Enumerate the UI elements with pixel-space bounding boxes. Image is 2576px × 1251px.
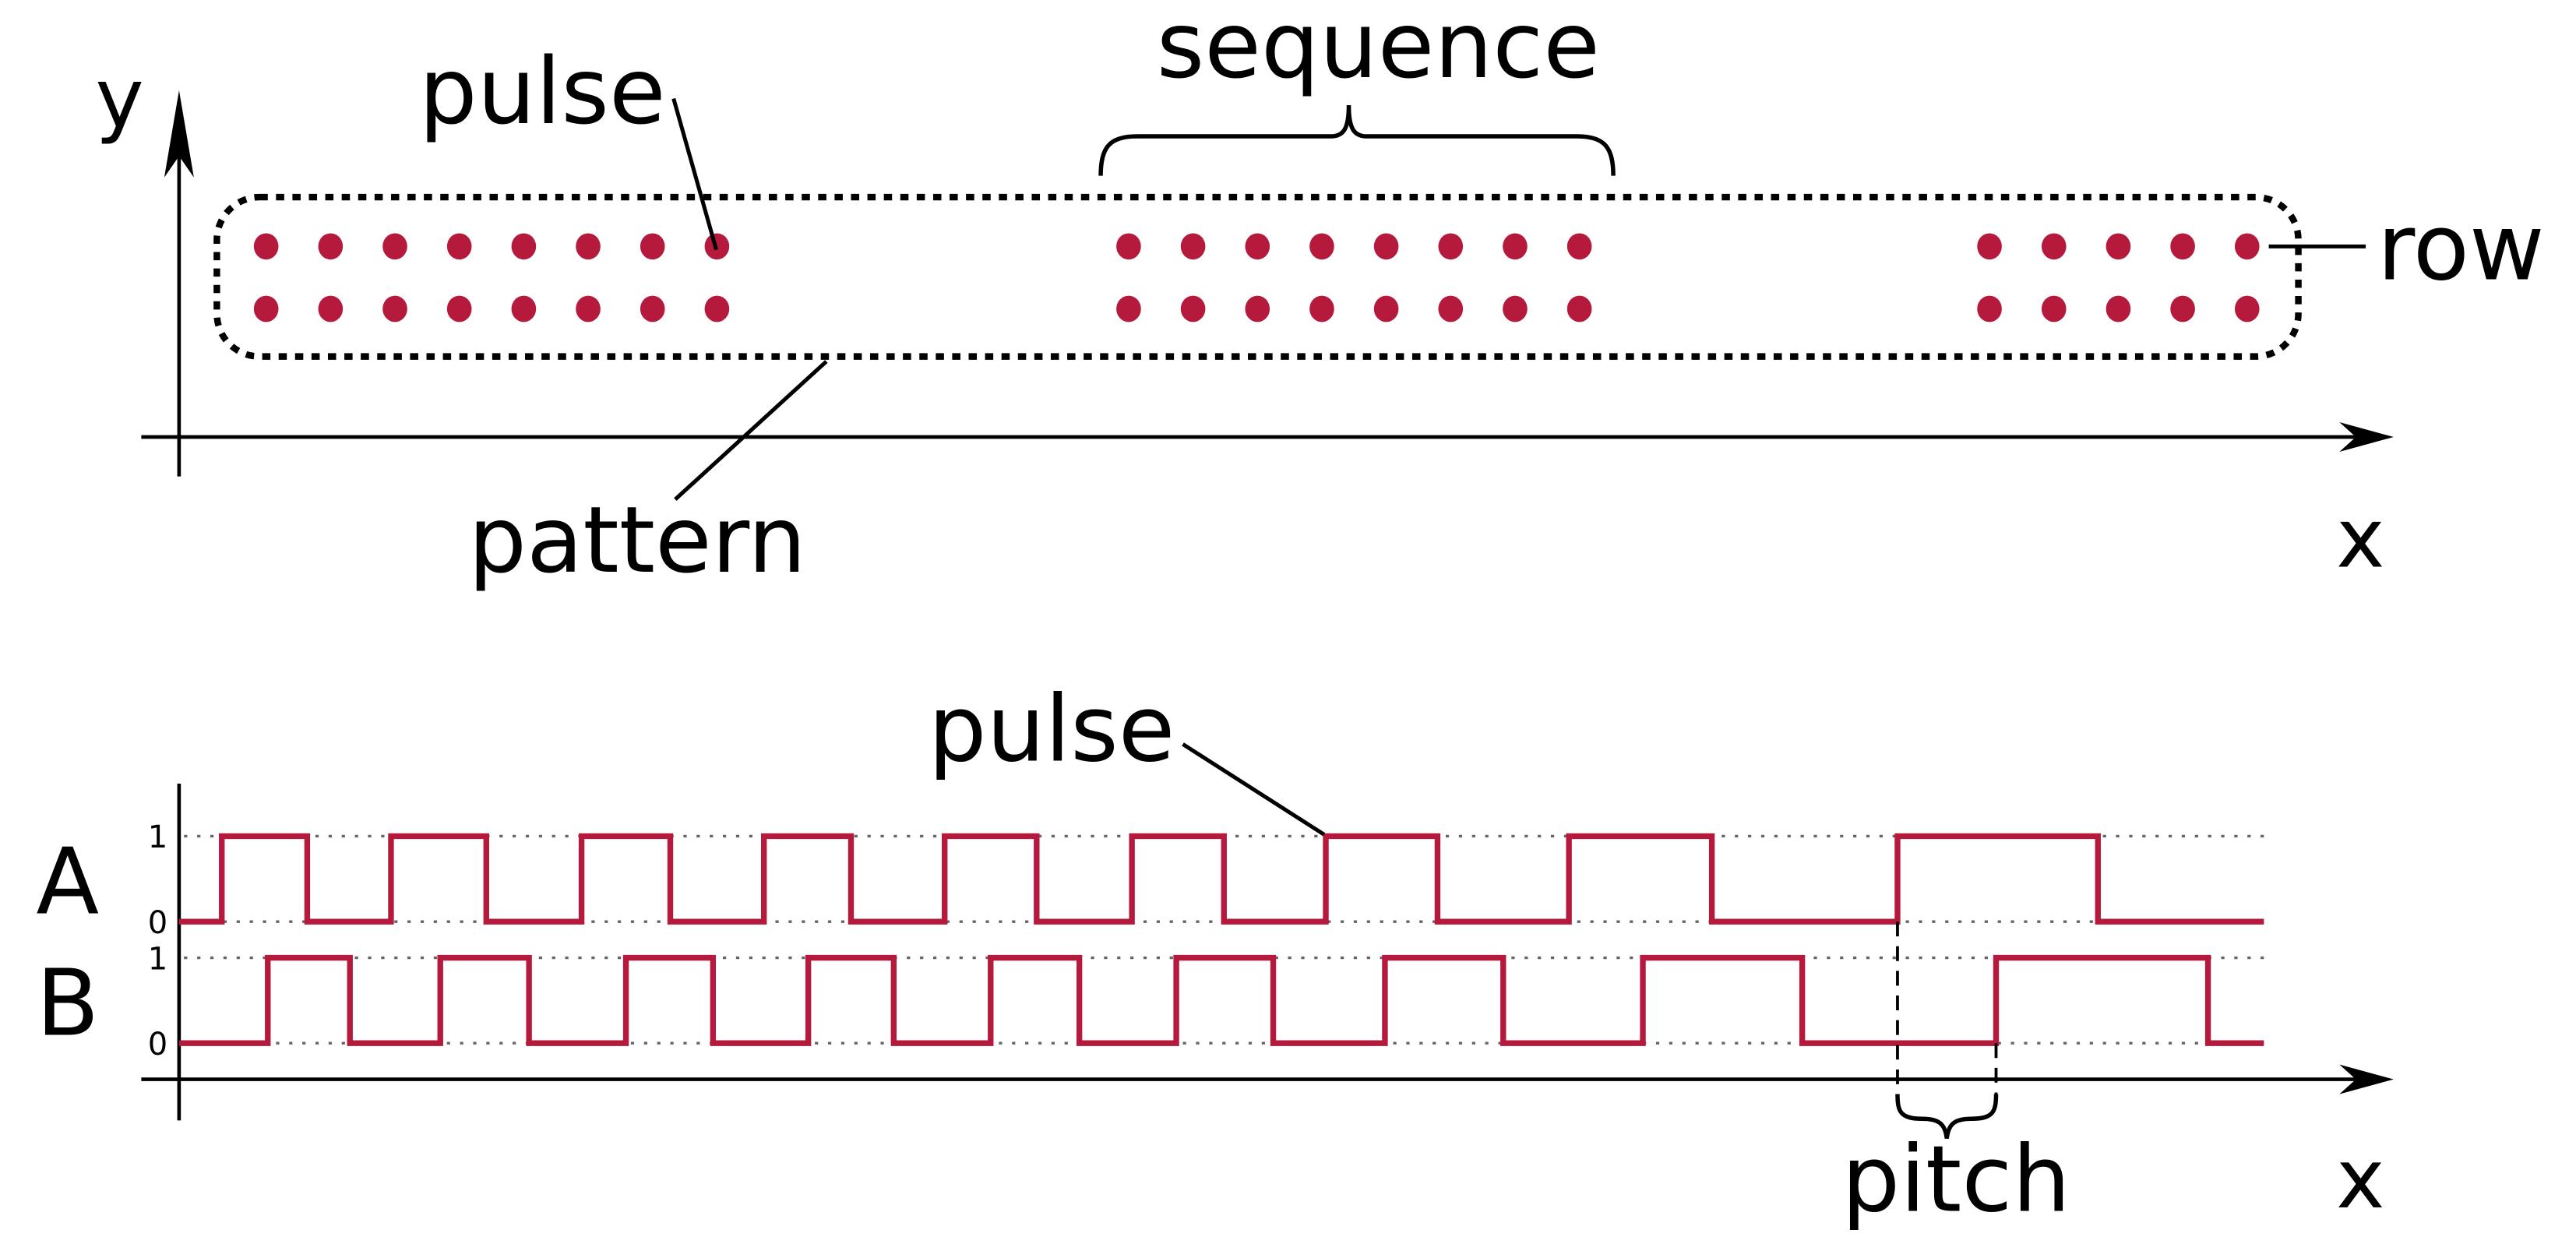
channel-b-label: B	[36, 950, 99, 1057]
pulse-dot	[640, 233, 665, 260]
pulse-dot	[1116, 233, 1141, 260]
pulse-dot	[1503, 295, 1528, 322]
pulse-dot	[1309, 233, 1334, 260]
pulse-dot	[446, 233, 472, 260]
pulse-dot	[382, 233, 407, 260]
bottom-panel: x A B 1 0 1 0 pulse pitch	[36, 675, 2394, 1232]
pulse-dot	[446, 295, 472, 322]
pulse-dot	[1309, 295, 1334, 322]
pulse-dot	[2170, 295, 2195, 322]
channel-a-level-1: 1	[148, 819, 168, 855]
pulse-dot	[2041, 295, 2067, 322]
pattern-leader	[674, 360, 828, 502]
channel-b-level-1: 1	[148, 941, 168, 977]
channel-b-level-0: 0	[148, 1027, 168, 1062]
pulse-dot	[576, 295, 601, 322]
pulse-dot	[2234, 295, 2260, 322]
pulse-dot	[1116, 295, 1141, 322]
bottom-x-axis-label: x	[2336, 1131, 2384, 1227]
pulse-label-top: pulse	[419, 37, 666, 145]
pulse-dot	[511, 295, 537, 322]
pulse-dot	[382, 295, 407, 322]
pulse-dot	[511, 233, 537, 260]
row-label: row	[2377, 194, 2545, 301]
pulse-dot	[1373, 233, 1399, 260]
pulse-dots	[253, 233, 2260, 322]
pitch-label: pitch	[1841, 1125, 2070, 1232]
pulse-dot	[1180, 295, 1206, 322]
waveform-b	[178, 954, 2264, 1046]
pulse-dot	[2106, 233, 2131, 260]
pulse-dot	[1438, 233, 1464, 260]
pulse-dot	[2234, 233, 2260, 260]
waveform-a	[178, 833, 2264, 925]
top-x-axis-arrowhead	[2339, 422, 2394, 452]
top-panel: y x sequence pulse row pattern	[95, 0, 2544, 594]
pulse-dot	[2170, 233, 2195, 260]
pulse-dot	[640, 295, 665, 322]
pulse-dot	[1977, 233, 2002, 260]
channel-a-label: A	[36, 828, 99, 936]
pulse-dot	[576, 233, 601, 260]
pulse-dot	[253, 233, 279, 260]
bottom-x-axis-arrowhead	[2339, 1064, 2394, 1094]
pulse-dot	[1977, 295, 2002, 322]
pulse-dot	[1438, 295, 1464, 322]
pulse-label-bottom: pulse	[929, 675, 1175, 782]
top-y-axis-label: y	[95, 50, 143, 146]
sequence-brace	[1098, 104, 1616, 176]
pulse-dot	[2041, 233, 2067, 260]
pulse-dot	[1245, 233, 1270, 260]
pulse-dot	[1566, 233, 1592, 260]
pulse-dot	[318, 233, 344, 260]
pulse-dot	[1503, 233, 1528, 260]
pulse-dot	[1180, 233, 1206, 260]
pattern-outline	[213, 193, 2302, 360]
pattern-label: pattern	[468, 486, 806, 594]
pitch-brace	[1895, 1094, 1999, 1139]
pulse-dot	[1245, 295, 1270, 322]
pulse-dot	[1373, 295, 1399, 322]
pulse-leader-top	[671, 97, 718, 251]
sequence-label: sequence	[1157, 0, 1600, 99]
pulse-dot	[253, 295, 279, 322]
pulse-dot	[704, 295, 730, 322]
channel-a-level-0: 0	[148, 905, 168, 941]
pulse-dot	[2106, 295, 2131, 322]
pulse-leader-bottom	[1182, 742, 1326, 837]
pulse-dot	[318, 295, 344, 322]
pulse-dot	[1566, 295, 1592, 322]
top-x-axis-label: x	[2336, 491, 2384, 587]
top-y-axis-arrowhead	[164, 90, 194, 178]
